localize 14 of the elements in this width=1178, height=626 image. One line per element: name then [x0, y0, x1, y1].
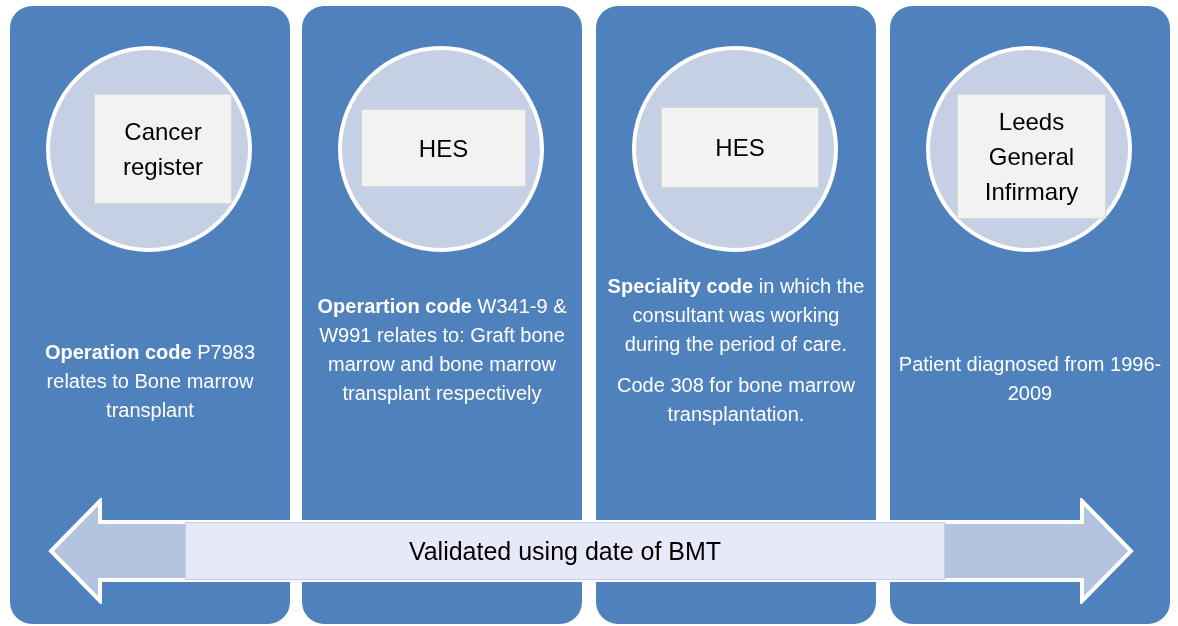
source-box: HES — [661, 107, 819, 188]
source-box: HES — [361, 109, 526, 187]
column-panel — [302, 6, 582, 624]
column-panel — [10, 6, 290, 624]
description-text: Code 308 for bone marrow transplantation. — [616, 373, 856, 427]
source-box: Cancer register — [94, 94, 232, 204]
description-text: Speciality code in which the consultant was working during the period of care. — [606, 274, 866, 357]
banner-label: Validated using date of BMT — [185, 522, 945, 580]
double-arrow — [48, 498, 1134, 604]
description-text: Operation code P7983 relates to Bone marrow transplant — [43, 340, 257, 423]
description-text: Patient diagnosed from 1996-2009 — [898, 352, 1162, 406]
source-box: Leeds General Infirmary — [957, 94, 1106, 219]
column-panel — [890, 6, 1170, 624]
description-text: Operartion code W341-9 & W991 relates to: Graft bone marrow and bone marrow transplant respectively — [316, 294, 568, 406]
